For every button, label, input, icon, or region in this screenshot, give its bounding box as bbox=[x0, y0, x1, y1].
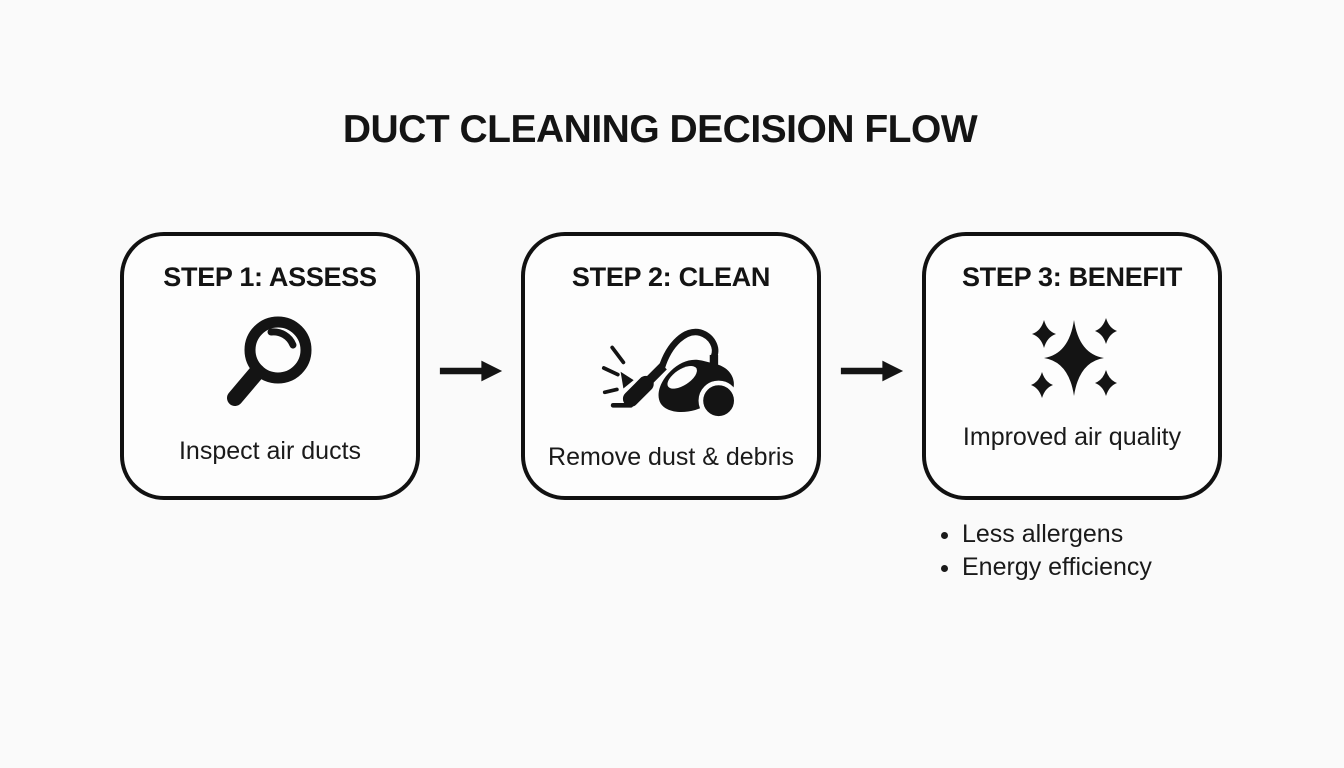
step-card-benefit: STEP 3: BENEFIT Improved air quality bbox=[922, 232, 1222, 500]
step-heading: STEP 3: BENEFIT bbox=[961, 262, 1183, 292]
step-caption: Remove dust & debris bbox=[548, 443, 794, 471]
right-arrow-icon bbox=[840, 360, 903, 382]
step-card-assess: STEP 1: ASSESS Inspect air ducts bbox=[120, 232, 420, 500]
right-arrow-icon bbox=[439, 360, 502, 382]
page-title: DUCT CLEANING DECISION FLOW bbox=[342, 108, 978, 151]
step-icon-wrap bbox=[1022, 293, 1122, 423]
flow-row: STEP 1: ASSESS Inspect air ducts STEP 2:… bbox=[120, 232, 1222, 500]
connector bbox=[821, 358, 922, 384]
benefits-list: Less allergens Energy efficiency bbox=[938, 518, 1152, 584]
vacuum-icon bbox=[601, 328, 739, 421]
step-icon-wrap bbox=[218, 293, 322, 437]
step-card-clean: STEP 2: CLEAN bbox=[521, 232, 821, 500]
step-caption: Inspect air ducts bbox=[178, 437, 362, 465]
benefit-item: Energy efficiency bbox=[962, 551, 1152, 584]
connector bbox=[420, 358, 521, 384]
step-heading: STEP 2: CLEAN bbox=[571, 262, 771, 292]
step-heading: STEP 1: ASSESS bbox=[163, 262, 377, 292]
magnifier-icon bbox=[227, 316, 312, 406]
step-caption: Improved air quality bbox=[962, 423, 1182, 451]
sparkles-icon bbox=[1031, 318, 1117, 398]
step-icon-wrap bbox=[587, 293, 755, 443]
benefit-item: Less allergens bbox=[962, 518, 1152, 551]
